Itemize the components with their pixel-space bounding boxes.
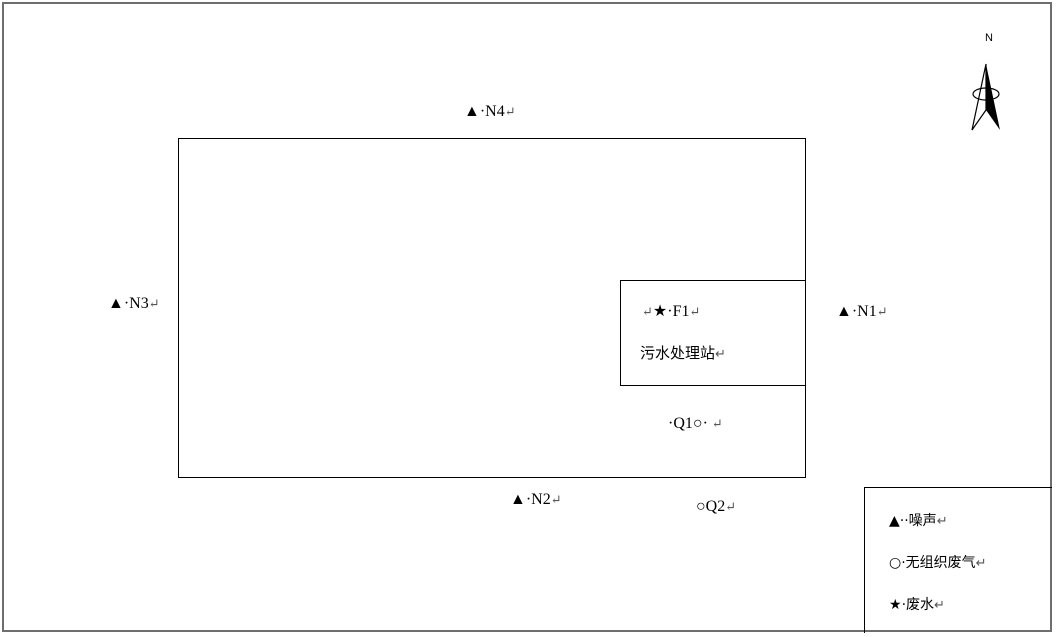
fugitive-gas-marker-icon: ○ [692,415,703,432]
fugitive-gas-marker-icon: ○ [889,555,902,571]
noise-marker-icon: ▲ [464,103,480,120]
legend-item-label: ·无组织废气 [901,555,976,571]
point-q2: ○Q2↵ [696,497,736,517]
return-mark-icon: ↵ [876,304,888,319]
legend-item-label: ·废水 [901,597,935,613]
point-n2-label: ·N2 [525,491,551,508]
point-n1-label: ·N1 [851,303,877,320]
return-mark-icon: ↵ [550,492,562,507]
point-q1: ·Q1○· ↵ [668,414,723,434]
return-mark-icon: ↵ [504,104,516,119]
point-n3-label: ·N3 [123,295,149,312]
point-q2-label: Q2 [705,498,726,515]
wastewater-station-boundary [620,280,806,386]
return-mark-icon: ↵ [711,416,723,431]
return-mark-icon: ↵ [934,598,945,613]
separator-dot: · [702,415,708,432]
return-mark-icon: ↵ [725,499,737,514]
wastewater-marker-icon: ★ [889,597,902,613]
point-f1-label: ·F1 [667,303,690,320]
return-mark-icon: ↵ [715,347,726,362]
legend: ▲··噪声↵ ○·无组织废气↵ ★·废水↵ [864,487,1052,633]
noise-marker-icon: ▲ [108,295,124,312]
return-mark-icon: ↵ [642,304,653,319]
point-n1: ▲·N1↵ [836,302,888,322]
station-name-text: 污水处理站 [640,344,716,362]
noise-marker-icon: ▲ [889,513,900,529]
wastewater-marker-icon: ★ [652,303,668,320]
return-mark-icon: ↵ [689,304,701,319]
station-name: 污水处理站↵ [640,343,726,365]
legend-item-wastewater: ★·废水↵ [889,594,945,614]
fugitive-gas-marker-icon: ○ [696,498,706,515]
point-q1-label: ·Q1 [668,415,693,432]
return-mark-icon: ↵ [936,514,948,529]
return-mark-icon: ↵ [975,556,987,571]
legend-item-noise: ▲··噪声↵ [889,510,948,530]
noise-marker-icon: ▲ [836,303,852,320]
point-f1: ↵★·F1↵ [642,302,700,322]
legend-item-fugitive-gas: ○·无组织废气↵ [889,552,987,572]
return-mark-icon: ↵ [148,296,160,311]
point-n4-label: ·N4 [479,103,505,120]
noise-marker-icon: ▲ [510,491,526,508]
legend-item-label: ··噪声 [899,513,937,529]
point-n4: ▲·N4↵ [464,102,516,122]
point-n2: ▲·N2↵ [510,490,562,510]
north-arrow-icon [971,63,1000,131]
north-label: N [985,32,993,44]
point-n3: ▲·N3↵ [108,294,160,314]
